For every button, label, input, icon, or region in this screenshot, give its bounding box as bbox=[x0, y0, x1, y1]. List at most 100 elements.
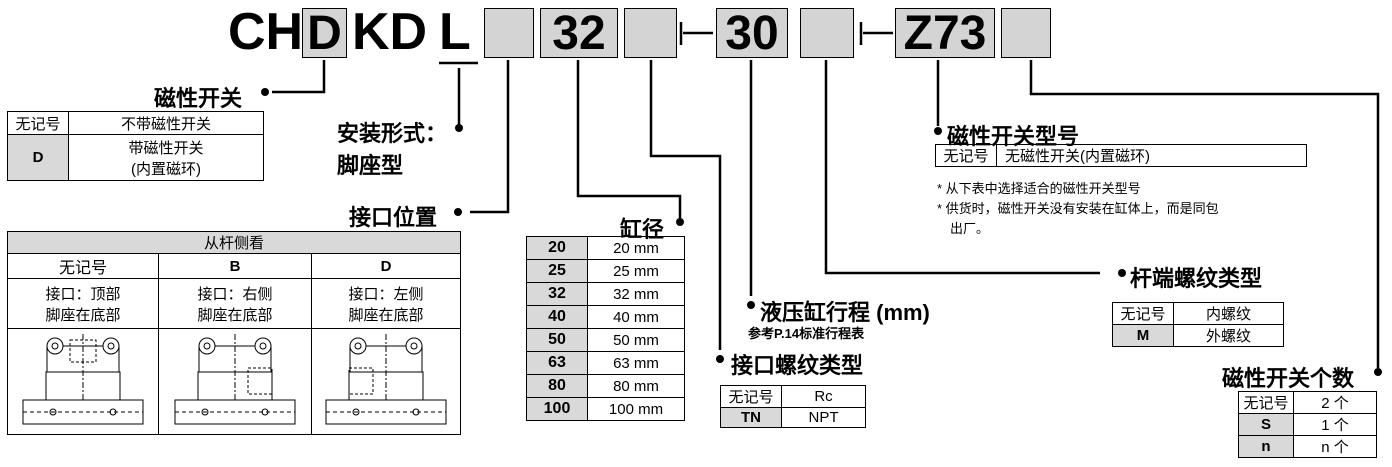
mount-letter: L bbox=[439, 3, 471, 61]
cell: S bbox=[1238, 413, 1294, 436]
cell: 接口：右侧脚座在底部 bbox=[158, 278, 312, 329]
switch-model-table: 无记号无磁性开关(内置磁环) bbox=[935, 144, 1307, 167]
cell: 2 个 bbox=[1293, 391, 1377, 414]
cell: 无记号 bbox=[7, 111, 69, 135]
code-mid: KD bbox=[352, 3, 428, 61]
cell: 接口：左侧脚座在底部 bbox=[311, 278, 461, 329]
cell: 100 mm bbox=[587, 397, 685, 421]
cell: 80 mm bbox=[587, 374, 685, 398]
line-rod-thread bbox=[824, 60, 1100, 275]
cell bbox=[158, 328, 312, 435]
cell: 无记号 bbox=[720, 385, 782, 408]
cell: D bbox=[311, 253, 461, 279]
line-bore bbox=[576, 60, 682, 218]
dot-mounting bbox=[455, 124, 463, 132]
dot-stroke bbox=[747, 301, 755, 309]
cell-line: 带磁性开关 bbox=[128, 139, 204, 157]
cell: 接口：顶部脚座在底部 bbox=[7, 278, 159, 329]
cell: 无记号 bbox=[7, 253, 159, 279]
cell-line: 接口：左侧 bbox=[348, 285, 424, 303]
line-switch bbox=[272, 60, 326, 94]
port-position-title: 接口位置 bbox=[349, 205, 438, 230]
cell bbox=[7, 328, 159, 435]
magnetic-switch-title: 磁性开关 bbox=[154, 86, 243, 111]
mounting-line1: 安装形式： bbox=[337, 121, 448, 146]
dot-switch-model bbox=[934, 127, 942, 135]
bore-box: 32 bbox=[540, 8, 618, 59]
cell: 不带磁性开关 bbox=[68, 111, 264, 135]
cell-line: 接口：右侧 bbox=[197, 285, 273, 303]
cell: 63 mm bbox=[587, 351, 685, 375]
cell: 内螺纹 bbox=[1173, 302, 1284, 325]
cell: 25 mm bbox=[587, 259, 685, 283]
drawing-port-top bbox=[22, 333, 144, 424]
cell-line: 脚座在底部 bbox=[45, 306, 121, 324]
line-switch-count bbox=[1029, 60, 1380, 368]
cell: 32 bbox=[526, 282, 588, 306]
cell: 无记号 bbox=[935, 144, 997, 167]
cell: Rc bbox=[781, 385, 866, 408]
code-prefix: CH bbox=[228, 3, 304, 61]
cell: n bbox=[1238, 435, 1294, 458]
cell: 50 mm bbox=[587, 328, 685, 352]
switch-note-3: 出厂。 bbox=[950, 221, 990, 236]
cell: 1 个 bbox=[1293, 413, 1377, 436]
cell: n 个 bbox=[1293, 435, 1377, 458]
dot-bore bbox=[676, 218, 684, 226]
port-position-box bbox=[484, 8, 534, 58]
cell: NPT bbox=[781, 407, 866, 428]
line-port-thread bbox=[649, 60, 722, 350]
rod-thread-box bbox=[800, 8, 854, 58]
cell: M bbox=[1112, 324, 1174, 347]
cell: 20 bbox=[526, 236, 588, 260]
drawing-port-left bbox=[325, 333, 447, 424]
mounting-line2: 脚座型 bbox=[337, 153, 404, 178]
switch-count-box bbox=[1001, 8, 1051, 58]
cell: 25 bbox=[526, 259, 588, 283]
switch-code-box: D bbox=[302, 8, 347, 59]
cell-line: 脚座在底部 bbox=[348, 306, 424, 324]
stroke-box: 30 bbox=[716, 8, 788, 59]
cell: 32 mm bbox=[587, 282, 685, 306]
cell: 100 bbox=[526, 397, 588, 421]
dot-switch bbox=[261, 88, 269, 96]
port-thread-box bbox=[624, 8, 677, 58]
drawing-port-right bbox=[174, 333, 296, 424]
cell: 40 bbox=[526, 305, 588, 329]
dot-rod-thread bbox=[1118, 269, 1126, 277]
cell: 从杆侧看 bbox=[7, 231, 461, 254]
cell: 无记号 bbox=[1112, 302, 1174, 325]
cell: 80 bbox=[526, 374, 588, 398]
line-port-position bbox=[470, 60, 510, 214]
cell-line: (内置磁环) bbox=[131, 160, 201, 178]
dot-switch-count bbox=[1374, 368, 1382, 376]
cell: 50 bbox=[526, 328, 588, 352]
dot-port-thread bbox=[716, 355, 724, 363]
magnetic-switch-table: 无记号 不带磁性开关 D 带磁性开关 (内置磁环) bbox=[7, 111, 264, 181]
port-thread-title: 接口螺纹类型 bbox=[731, 353, 864, 378]
cell: 带磁性开关 (内置磁环) bbox=[68, 134, 264, 181]
cell-line: 脚座在底部 bbox=[197, 306, 273, 324]
switch-model-box: Z73 bbox=[895, 8, 995, 59]
cell: 20 mm bbox=[587, 236, 685, 260]
rod-thread-title: 杆端螺纹类型 bbox=[1130, 266, 1263, 291]
cell bbox=[311, 328, 461, 435]
cell: D bbox=[7, 134, 69, 181]
dot-port-position bbox=[454, 208, 462, 216]
switch-note-2: * 供货时，磁性开关没有安装在缸体上，而是同包 bbox=[937, 201, 1219, 216]
cell: 无记号 bbox=[1238, 391, 1294, 414]
cell: 外螺纹 bbox=[1173, 324, 1284, 347]
